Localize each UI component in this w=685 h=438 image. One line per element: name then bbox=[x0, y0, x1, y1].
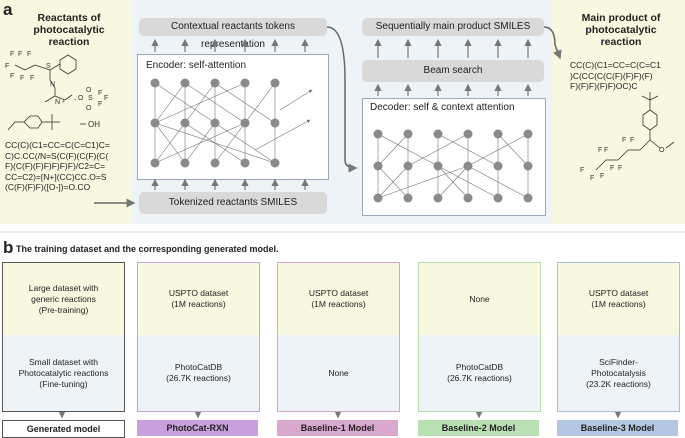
pretraining-dataset: USPTO dataset(1M reactions) bbox=[558, 263, 679, 335]
encoder-network bbox=[154, 82, 276, 164]
svg-text:S: S bbox=[88, 95, 93, 102]
svg-text:O: O bbox=[86, 105, 92, 112]
svg-text:F: F bbox=[618, 165, 622, 172]
svg-text:+: + bbox=[62, 99, 65, 105]
encoder-output-box: Contextual reactants tokens representati… bbox=[139, 18, 327, 50]
svg-text:F: F bbox=[98, 90, 102, 97]
pretraining-dataset: USPTO dataset(1M reactions) bbox=[138, 263, 259, 335]
svg-text:F: F bbox=[5, 63, 9, 70]
finetuning-dataset: PhotoCatDB(26.7K reactions) bbox=[419, 335, 540, 411]
panel-b-title: The training dataset and the correspondi… bbox=[16, 244, 279, 254]
svg-text:F: F bbox=[622, 137, 626, 144]
finetuning-dataset: SciFinder-Photocatalysis(23.2K reactions… bbox=[558, 335, 679, 411]
decoder-output-box: Sequentially main product SMILES bbox=[362, 18, 544, 36]
svg-text:O: O bbox=[86, 87, 92, 94]
reactant-molecule-2 bbox=[7, 114, 86, 131]
encoder-arrow bbox=[254, 89, 313, 151]
smiles-line: C)C.CC(/N=S(C(F)(C(F)(C( bbox=[5, 150, 109, 161]
dataset-column: USPTO dataset(1M reactions)SciFinder-Pho… bbox=[557, 262, 680, 412]
svg-text:-: - bbox=[74, 97, 77, 104]
product-smiles: CC(C)(C1=CC=C(C=C1 )C(CC(C(C(F)(F)F)(F) … bbox=[570, 60, 661, 92]
svg-text:F: F bbox=[98, 101, 102, 108]
panel-a-label: a bbox=[3, 0, 13, 19]
model-label: Generated model bbox=[2, 420, 125, 438]
smiles-line: )C(CC(C(C(F)(F)F)(F) bbox=[570, 70, 653, 81]
reactant-smiles: CC(C)(C1=CC=C(C=C1)C= C)C.CC(/N=S(C(F)(C… bbox=[5, 140, 110, 193]
svg-text:N: N bbox=[55, 99, 60, 106]
product-panel bbox=[552, 0, 685, 224]
reactants-panel bbox=[0, 0, 132, 224]
reactant-molecule-1 bbox=[14, 54, 77, 103]
svg-text:F: F bbox=[104, 95, 108, 102]
svg-text:F: F bbox=[610, 165, 614, 172]
svg-text:S: S bbox=[46, 63, 51, 70]
smiles-line: CC(C)(C1=CC=C(C=C1)C= bbox=[5, 140, 110, 150]
oh-label: OH bbox=[88, 120, 100, 129]
smiles-line: F)(C(F)(F)F)F)F)F)/C2=C= bbox=[5, 161, 106, 171]
svg-text:F: F bbox=[20, 75, 24, 82]
tokenized-box: Tokenized reactants SMILES bbox=[139, 192, 327, 214]
svg-text:F: F bbox=[30, 75, 34, 82]
smiles-line: CC=C2)=[N+](CC)CC.O=S bbox=[5, 171, 107, 182]
svg-text:F: F bbox=[18, 51, 22, 58]
svg-text:F: F bbox=[580, 167, 584, 174]
svg-text:F: F bbox=[630, 137, 634, 144]
svg-text:N: N bbox=[50, 81, 55, 88]
svg-text:F: F bbox=[10, 51, 14, 58]
dataset-column: USPTO dataset(1M reactions)None bbox=[277, 262, 400, 412]
finetuning-dataset: None bbox=[278, 335, 399, 411]
model-label: Baseline-2 Model bbox=[418, 420, 539, 436]
finetuning-dataset: PhotoCatDB(26.7K reactions) bbox=[138, 335, 259, 411]
pretraining-dataset: USPTO dataset(1M reactions) bbox=[278, 263, 399, 335]
svg-text:F: F bbox=[604, 147, 608, 154]
svg-text:O: O bbox=[78, 95, 84, 102]
panel-b-label: b bbox=[3, 238, 14, 257]
svg-text:F: F bbox=[10, 73, 14, 80]
svg-text:O: O bbox=[659, 147, 665, 154]
decoder-label: Decoder: self & context attention bbox=[370, 102, 515, 113]
smiles-line: (C(F)(F)F)([O-])=O.CO bbox=[5, 182, 91, 192]
svg-text:F: F bbox=[590, 175, 594, 182]
reactants-title: Reactants of photocatalytic reaction bbox=[33, 12, 105, 48]
model-label: Baseline-1 Model bbox=[277, 420, 398, 436]
model-label: Baseline-3 Model bbox=[557, 420, 678, 436]
decoder-box bbox=[362, 98, 546, 216]
product-molecule bbox=[595, 92, 675, 171]
encoder-label: Encoder: self-attention bbox=[146, 60, 247, 71]
pretraining-dataset: None bbox=[419, 263, 540, 335]
decoder-nodes bbox=[373, 129, 533, 203]
smiles-line: CC(C)(C1=CC=C(C=C1 bbox=[570, 60, 661, 70]
smiles-line: F)(F)F)(F)F)OC)C bbox=[570, 81, 638, 91]
decoder-network bbox=[377, 133, 529, 199]
product-title: Main product of photocatalytic reaction bbox=[581, 12, 661, 48]
model-label: PhotoCat-RXN bbox=[137, 420, 258, 436]
encoder-nodes bbox=[150, 78, 280, 168]
svg-text:F: F bbox=[598, 147, 602, 154]
svg-text:F: F bbox=[27, 51, 31, 58]
svg-text:F: F bbox=[600, 173, 604, 180]
dataset-column: USPTO dataset(1M reactions)PhotoCatDB(26… bbox=[137, 262, 260, 412]
beam-search-box: Beam search bbox=[362, 60, 544, 82]
flow-arrows bbox=[94, 26, 562, 208]
up-arrows bbox=[151, 38, 532, 190]
